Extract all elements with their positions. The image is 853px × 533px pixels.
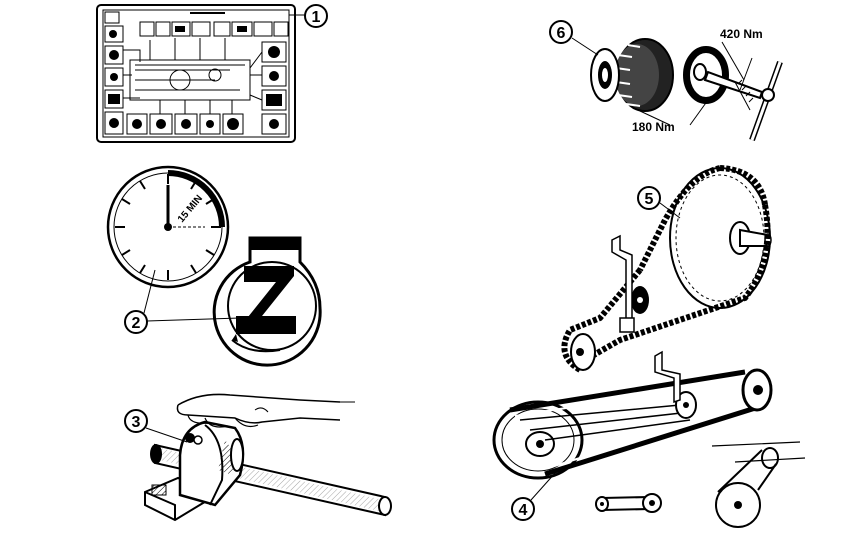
engine-symbol [212, 236, 322, 367]
vbelt-drive-illustration [492, 350, 806, 528]
callout-4-number: 4 [519, 502, 528, 519]
maintenance-chart [96, 4, 305, 143]
torque-label-420: 420 Nm [720, 27, 763, 41]
callout-5-number: 5 [645, 191, 654, 208]
callout-3-number: 3 [132, 414, 141, 431]
callout-1-number: 1 [312, 9, 321, 26]
callout-2-number: 2 [132, 315, 141, 332]
callout-6: 6 [549, 20, 599, 56]
callout-2: 2 [124, 269, 241, 334]
callout-3: 3 [124, 409, 188, 443]
chain-drive-illustration [561, 165, 772, 375]
clock-dial: 15 MIN [106, 165, 230, 289]
bearing-check-illustration [144, 393, 392, 522]
callout-4: 4 [511, 471, 557, 521]
callout-6-number: 6 [557, 25, 566, 42]
torque-label-180: 180 Nm [632, 120, 675, 134]
callout-5: 5 [637, 186, 681, 219]
callout-1: 1 [304, 4, 328, 28]
wheel-torque-illustration: 420 Nm 180 Nm [590, 27, 783, 142]
